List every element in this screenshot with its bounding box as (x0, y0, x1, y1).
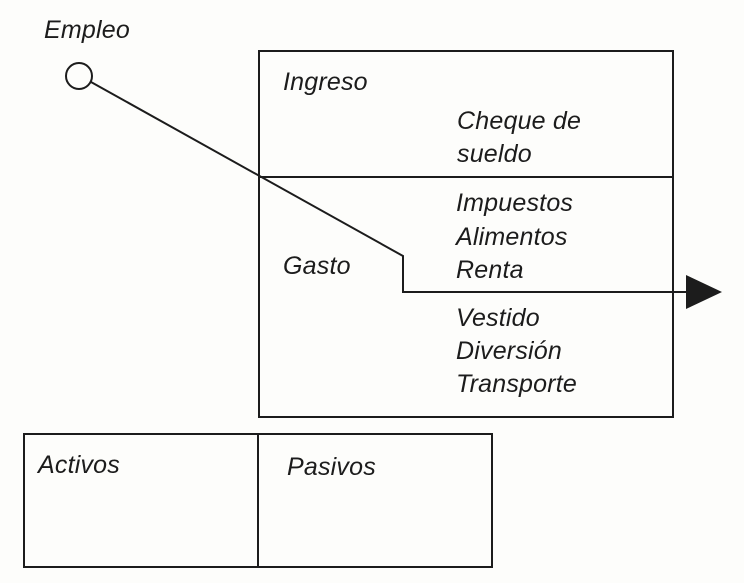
entertainment-label: Diversión (456, 337, 562, 365)
assets-label: Activos (38, 451, 120, 479)
food-label: Alimentos (456, 223, 568, 251)
paycheck-label-line1: Cheque de (457, 107, 582, 135)
expense-label: Gasto (283, 252, 351, 280)
clothing-label: Vestido (456, 304, 540, 332)
liabilities-label: Pasivos (287, 453, 376, 481)
income-statement-box (258, 50, 674, 418)
taxes-label: Impuestos (456, 189, 574, 217)
employment-node (65, 62, 93, 90)
income-label: Ingreso (283, 68, 368, 96)
employment-label: Empleo (44, 16, 130, 44)
arrow-head-icon (686, 275, 722, 309)
transport-label: Transporte (456, 370, 578, 398)
paycheck-label-line2: sueldo (457, 140, 532, 168)
rent-label: Renta (456, 256, 524, 284)
cash-flow-line (90, 81, 688, 293)
